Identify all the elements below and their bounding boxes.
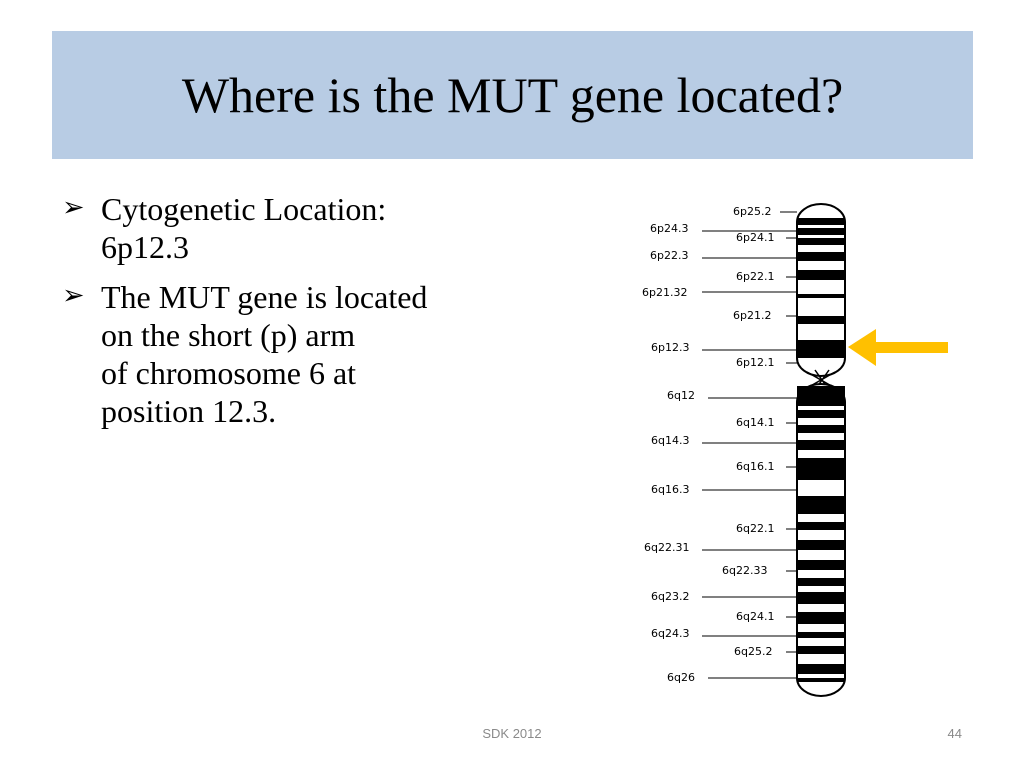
label-6q12: 6q12 [667, 389, 695, 402]
band-6q22-33 [797, 560, 845, 570]
p-arm-outline [796, 203, 846, 377]
label-6p24-1: 6p24.1 [736, 231, 774, 244]
band-6p25 [797, 218, 845, 225]
band-6p23 [797, 252, 845, 261]
p-arm-bands [797, 218, 845, 358]
bullet-line: The MUT gene is located [101, 279, 428, 316]
bullet-line: Cytogenetic Location: [101, 191, 387, 227]
band-6p24-1 [797, 238, 845, 245]
label-6p24-3: 6p24.3 [650, 222, 688, 235]
label-6p21-32: 6p21.32 [642, 286, 687, 299]
band-6q26 [797, 664, 845, 674]
bullet-line: 6p12.3 [101, 229, 189, 266]
label-6q22-31: 6q22.31 [644, 541, 689, 554]
band-6q27 [797, 678, 845, 682]
label-6q25-2: 6q25.2 [734, 645, 772, 658]
label-6p12-1: 6p12.1 [736, 356, 774, 369]
band-6q22-1 [797, 522, 845, 530]
bullet-gene-description: ➢ The MUT gene is located on the short (… [60, 278, 580, 430]
label-6q16-3: 6q16.3 [651, 483, 689, 496]
band-6q13 [797, 410, 845, 418]
label-6q23-2: 6q23.2 [651, 590, 689, 603]
bullet-line: of chromosome 6 at [101, 355, 357, 392]
label-6q14-3: 6q14.3 [651, 434, 689, 447]
band-6q12 [797, 386, 845, 406]
band-6q14 [797, 425, 845, 433]
q-arm-bands [797, 386, 845, 682]
chromosome-6-ideogram: 6p24.3 6p22.3 6p21.32 6p12.3 6q12 6q14.3… [642, 203, 948, 697]
slide-title: Where is the MUT gene located? [181, 67, 844, 123]
band-6p24-3 [797, 228, 845, 235]
band-6q16 [797, 458, 845, 480]
band-6q25-1 [797, 632, 845, 638]
bullet-cytogenetic-location: ➢ Cytogenetic Location: 6p12.3 [60, 190, 580, 266]
arrow-bullet-icon: ➢ [62, 280, 85, 312]
bullet-list: ➢ Cytogenetic Location: 6p12.3 ➢ The MUT… [60, 190, 580, 442]
label-6p12-3: 6p12.3 [651, 341, 689, 354]
title-bar: Where is the MUT gene located? [52, 31, 973, 159]
band-6p21-1 [797, 316, 845, 324]
band-6q15 [797, 440, 845, 450]
location-arrow-icon [848, 329, 948, 366]
left-band-labels [702, 230, 797, 679]
label-6p22-3: 6p22.3 [650, 249, 688, 262]
label-6q24-3: 6q24.3 [651, 627, 689, 640]
slide-number: 44 [947, 726, 962, 741]
band-6p22-2 [797, 270, 845, 280]
band-6p12-3 [797, 340, 845, 358]
band-6q23-2 [797, 578, 845, 586]
footer-text: SDK 2012 [482, 726, 542, 741]
label-6q26: 6q26 [667, 671, 695, 684]
right-band-labels [780, 211, 797, 653]
bullet-line: on the short (p) arm [101, 317, 356, 354]
arrow-bullet-icon: ➢ [62, 192, 85, 223]
label-6q22-1: 6q22.1 [736, 522, 774, 535]
band-6q23-3 [797, 592, 845, 604]
band-6q21 [797, 496, 845, 514]
label-6p21-2: 6p21.2 [733, 309, 771, 322]
band-6q22-31 [797, 540, 845, 550]
band-6q25-3 [797, 646, 845, 654]
label-6p25-2: 6p25.2 [733, 205, 771, 218]
band-6p21-33 [797, 294, 845, 298]
band-6q24 [797, 612, 845, 624]
label-6p22-1: 6p22.1 [736, 270, 774, 283]
bullet-line: position 12.3. [101, 393, 277, 430]
label-6q16-1: 6q16.1 [736, 460, 774, 473]
label-6q24-1: 6q24.1 [736, 610, 774, 623]
label-6q22-33: 6q22.33 [722, 564, 767, 577]
label-6q14-1: 6q14.1 [736, 416, 774, 429]
